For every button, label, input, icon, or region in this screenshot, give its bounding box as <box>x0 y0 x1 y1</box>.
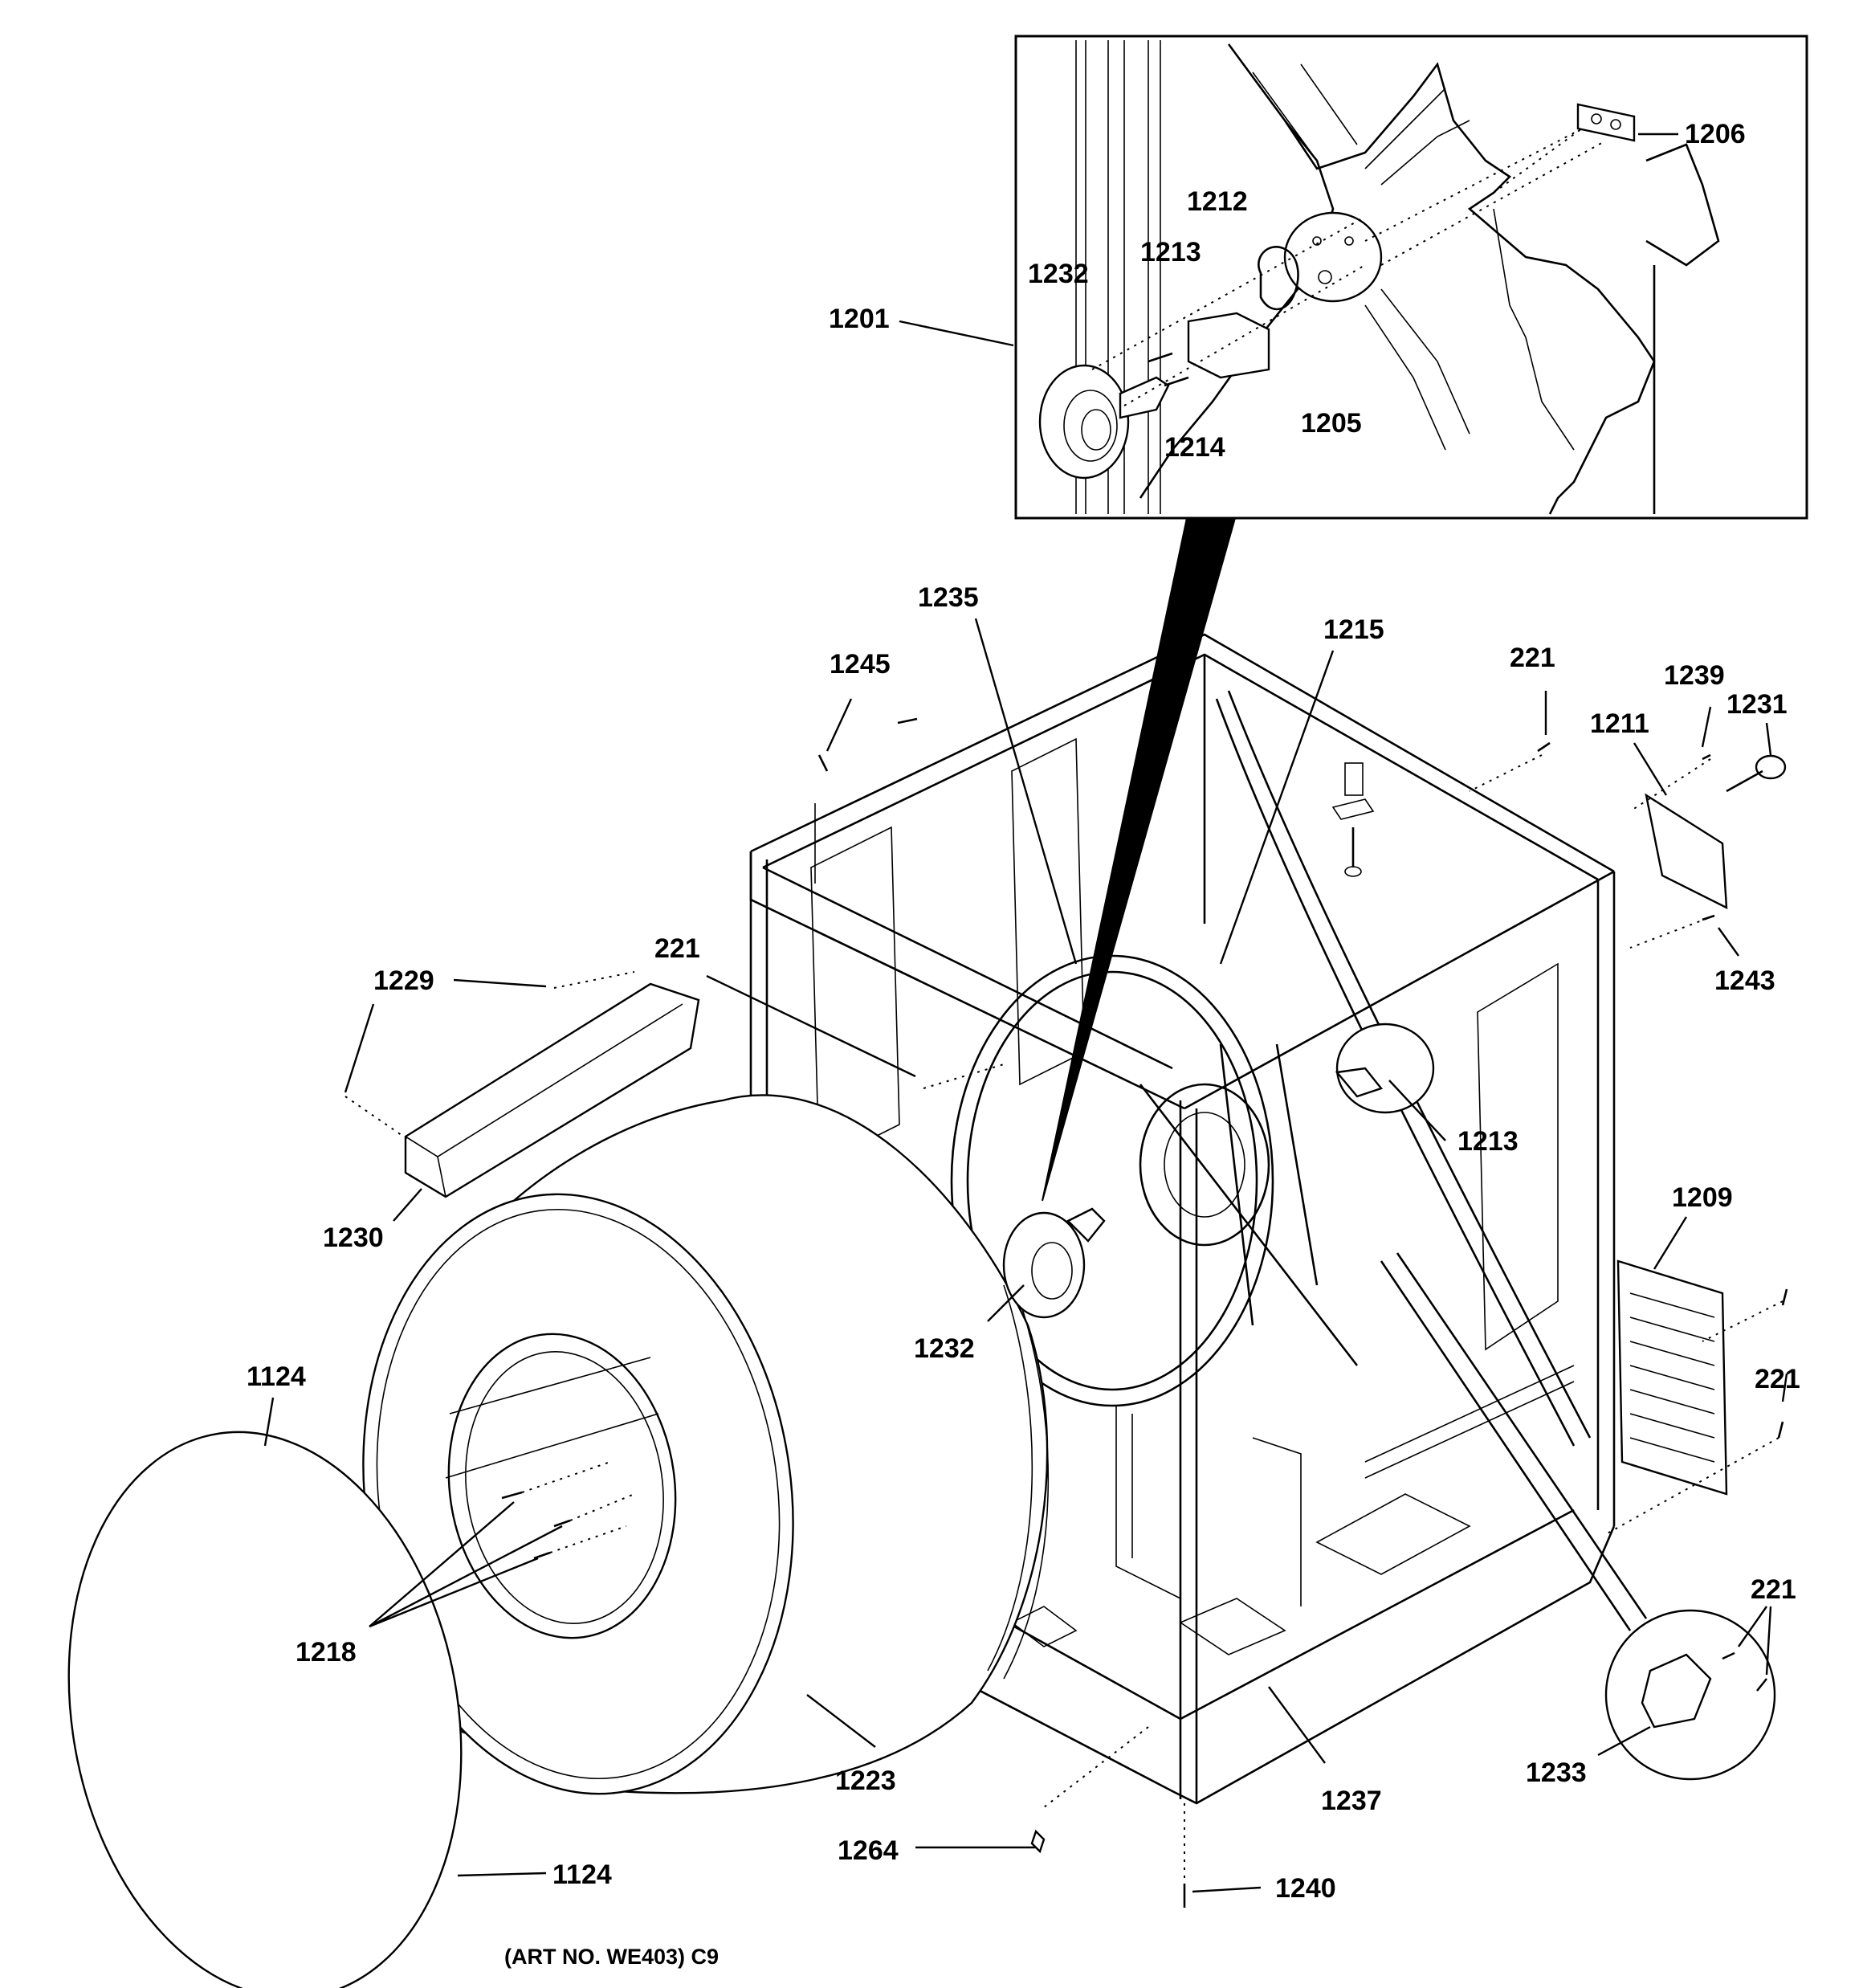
callout-1124: 1124 <box>552 1859 612 1890</box>
callout-221: 221 <box>1755 1364 1800 1394</box>
callout-1229: 1229 <box>373 965 434 996</box>
callout-1237: 1237 <box>1321 1786 1382 1816</box>
callout-1264: 1264 <box>838 1835 899 1866</box>
callout-1231: 1231 <box>1726 689 1788 720</box>
callout-1209: 1209 <box>1672 1182 1733 1213</box>
dryer-cabinet <box>749 633 1616 1805</box>
callout-labels: 1206 1212 1213 1232 1201 1214 1205 1235 … <box>247 119 1800 1904</box>
drum-front-ring <box>362 1193 794 1795</box>
callout-1213: 1213 <box>1140 237 1201 267</box>
leader-lines <box>263 133 1788 1893</box>
callout-1215: 1215 <box>1323 614 1384 645</box>
callout-1211: 1211 <box>1590 708 1649 739</box>
callout-1201: 1201 <box>829 304 890 334</box>
art-number-caption: (ART NO. WE403) C9 <box>504 1945 719 1969</box>
callout-1213: 1213 <box>1457 1126 1519 1157</box>
bearing-1232 <box>1002 1207 1106 1319</box>
callout-1245: 1245 <box>830 649 891 680</box>
callout-221: 221 <box>1510 643 1555 673</box>
detail-inset <box>1014 35 1808 520</box>
callout-1205: 1205 <box>1301 408 1362 439</box>
callout-1212: 1212 <box>1187 186 1248 217</box>
callout-221: 221 <box>654 933 700 964</box>
callout-1232: 1232 <box>1028 259 1089 289</box>
cover-1211 <box>1645 793 1728 910</box>
callout-1233: 1233 <box>1526 1757 1587 1788</box>
callout-1218: 1218 <box>296 1637 357 1668</box>
callout-221: 221 <box>1751 1574 1796 1605</box>
knob-1231 <box>1726 754 1787 793</box>
screws-1218 <box>501 1461 635 1560</box>
callout-1240: 1240 <box>1275 1873 1336 1904</box>
callout-1235: 1235 <box>918 582 979 613</box>
detail-circle-1233 <box>1380 1252 1776 1781</box>
callout-1230: 1230 <box>323 1223 384 1253</box>
vent-cover-1209 <box>1616 1259 1728 1496</box>
callout-1214: 1214 <box>1164 432 1225 463</box>
detail-pointer <box>1042 517 1237 1202</box>
callout-1243: 1243 <box>1714 965 1775 996</box>
screws <box>814 717 1788 1908</box>
baffle-1230 <box>344 971 700 1198</box>
callout-1232: 1232 <box>914 1333 975 1364</box>
callout-1124: 1124 <box>247 1361 306 1392</box>
callout-1223: 1223 <box>835 1766 896 1796</box>
callout-1206: 1206 <box>1685 119 1746 149</box>
seal-1124 <box>67 1431 463 1988</box>
callout-1239: 1239 <box>1664 660 1725 691</box>
